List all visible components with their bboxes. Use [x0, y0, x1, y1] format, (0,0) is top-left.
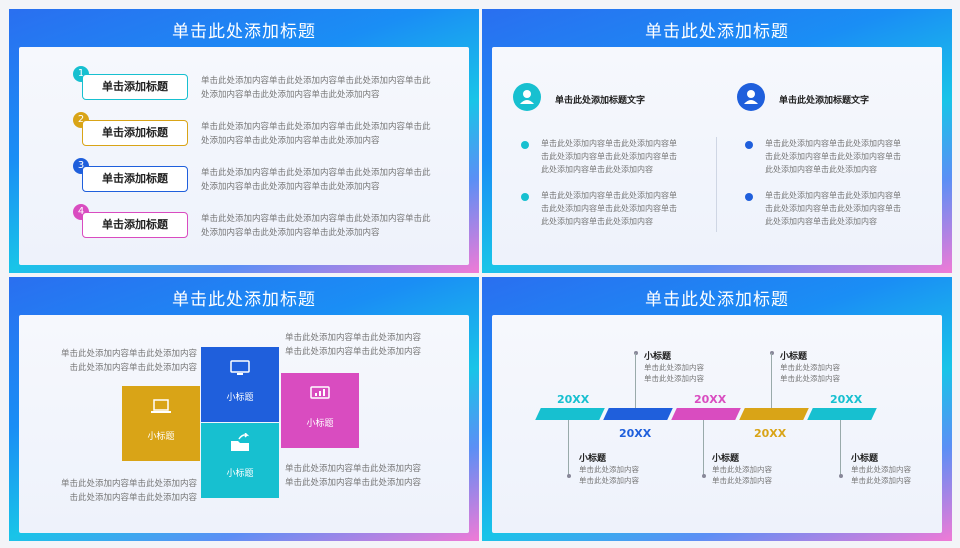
column-heading: 单击此处添加标题文字 [779, 96, 870, 106]
bullet-text: 单击此处添加内容单击此处添加内容单击此处添加内容单击此处添加内容单击此处添加内容… [765, 191, 901, 226]
marker-dot [702, 474, 706, 478]
box-label: 小标题 [306, 419, 334, 429]
slide-title: 单击此处添加标题 [172, 22, 316, 42]
box-label: 小标题 [226, 393, 254, 403]
connector-line [703, 420, 704, 475]
year-label: 20XX [694, 393, 727, 406]
bullet-dot [521, 193, 529, 201]
item-text: 单击此处添加内容单击此处添加内容单击此处添加内容单击此处添加内容单击此处添加内容… [201, 214, 431, 238]
item-title-box[interactable]: 单击添加标题 [82, 212, 188, 238]
timeline-segment [603, 408, 673, 420]
connector-line [771, 353, 772, 408]
item-title-box[interactable]: 单击添加标题 [82, 74, 188, 100]
timeline-segment [807, 408, 877, 420]
item-text: 单击此处添加内容单击此处添加内容单击此处添加内容单击此处添加内容单击此处添加内容… [201, 122, 431, 146]
milestone-note: 小标题单击此处添加内容单击此处添加内容 [579, 454, 639, 485]
marker-dot [567, 474, 571, 478]
timeline-segment [739, 408, 809, 420]
text-block: 单击此处添加内容单击此处添加内容单击此处添加内容单击此处添加内容 [285, 464, 422, 488]
box-label: 小标题 [147, 432, 175, 442]
slide-2[interactable]: 单击此处添加标题 单击此处添加标题文字 单击此处添加内容单击此处添加内容单击此处… [482, 9, 952, 273]
bullet-dot [745, 193, 753, 201]
box-label: 小标题 [226, 469, 254, 479]
slide-title: 单击此处添加标题 [645, 290, 789, 310]
chart-monitor-icon [281, 385, 359, 406]
feature-box-magenta[interactable]: 小标题 [281, 373, 359, 448]
share-folder-icon [201, 432, 279, 456]
text-block: 单击此处添加内容单击此处添加内容击此处添加内容单击此处添加内容 [60, 479, 197, 503]
milestone-note: 小标题单击此处添加内容单击此处添加内容 [851, 454, 911, 485]
column-heading: 单击此处添加标题文字 [555, 96, 646, 106]
milestone-note: 小标题单击此处添加内容单击此处添加内容 [712, 454, 772, 485]
item-title-box[interactable]: 单击添加标题 [82, 166, 188, 192]
year-label: 20XX [557, 393, 590, 406]
content-panel [492, 315, 942, 533]
slide-4[interactable]: 单击此处添加标题 20XX 20XX 20XX 20XX 20XX 小标题单击此… [482, 277, 952, 541]
bullet-text: 单击此处添加内容单击此处添加内容单击此处添加内容单击此处添加内容单击此处添加内容… [541, 139, 677, 174]
item-text: 单击此处添加内容单击此处添加内容单击此处添加内容单击此处添加内容单击此处添加内容… [201, 168, 431, 192]
connector-line [840, 420, 841, 475]
timeline-segment [671, 408, 741, 420]
item-title-box[interactable]: 单击添加标题 [82, 120, 188, 146]
feature-box-teal[interactable]: 小标题 [201, 423, 279, 498]
slide-title: 单击此处添加标题 [645, 22, 789, 42]
slide-3[interactable]: 单击此处添加标题 单击此处添加内容单击此处添加内容击此处添加内容单击此处添加内容… [9, 277, 479, 541]
feature-box-blue[interactable]: 小标题 [201, 347, 279, 422]
bullet-dot [521, 141, 529, 149]
connector-line [635, 353, 636, 408]
monitor-icon [201, 359, 279, 380]
user-icon [513, 83, 541, 111]
text-block: 单击此处添加内容单击此处添加内容击此处添加内容单击此处添加内容 [60, 349, 197, 373]
laptop-icon [122, 398, 200, 419]
item-text: 单击此处添加内容单击此处添加内容单击此处添加内容单击此处添加内容单击此处添加内容… [201, 76, 431, 100]
content-panel [492, 47, 942, 265]
slide-title: 单击此处添加标题 [172, 290, 316, 310]
marker-dot [839, 474, 843, 478]
connector-line [568, 420, 569, 475]
slide-1[interactable]: 单击此处添加标题 1 单击添加标题 单击此处添加内容单击此处添加内容单击此处添加… [9, 9, 479, 273]
timeline-segment [535, 408, 605, 420]
marker-dot [634, 351, 638, 355]
feature-box-gold[interactable]: 小标题 [122, 386, 200, 461]
year-label: 20XX [754, 427, 787, 440]
marker-dot [770, 351, 774, 355]
milestone-note: 小标题单击此处添加内容单击此处添加内容 [644, 352, 704, 383]
year-label: 20XX [619, 427, 652, 440]
year-label: 20XX [830, 393, 863, 406]
milestone-note: 小标题单击此处添加内容单击此处添加内容 [780, 352, 840, 383]
bullet-dot [745, 141, 753, 149]
user-icon [737, 83, 765, 111]
text-block: 单击此处添加内容单击此处添加内容单击此处添加内容单击此处添加内容 [285, 333, 422, 357]
divider [716, 137, 717, 232]
bullet-text: 单击此处添加内容单击此处添加内容单击此处添加内容单击此处添加内容单击此处添加内容… [541, 191, 677, 226]
bullet-text: 单击此处添加内容单击此处添加内容单击此处添加内容单击此处添加内容单击此处添加内容… [765, 139, 901, 174]
